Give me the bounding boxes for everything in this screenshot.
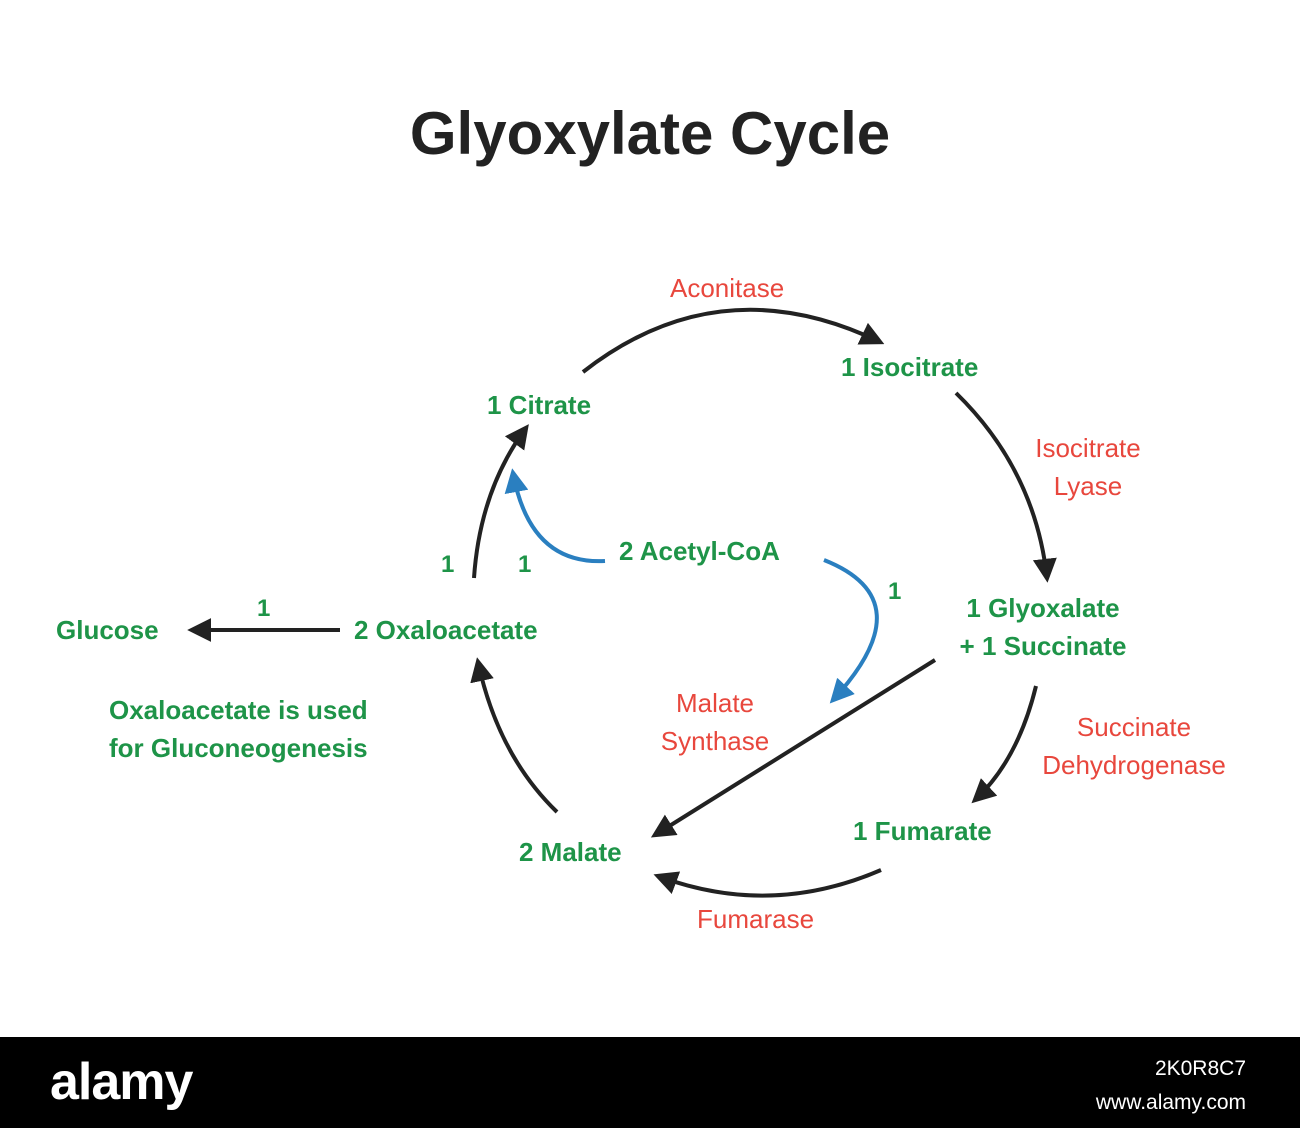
arrow-fumarate-to-malate — [653, 868, 882, 898]
watermark-bar — [0, 1037, 1300, 1128]
label-citrate: 1 Citrate — [487, 390, 592, 420]
label-malate: 2 Malate — [519, 837, 622, 867]
label-oxaloacetate: 2 Oxaloacetate — [354, 615, 538, 645]
arrow-glyoxalate-to-malate — [650, 658, 937, 838]
enzyme-fumarase: Fumarase — [697, 904, 815, 934]
enzyme-aconitase: Aconitase — [670, 273, 785, 303]
enzyme-malate-synthase-line2: Synthase — [660, 726, 770, 756]
arrow-acetylcoa-to-malate — [823, 558, 879, 704]
arrow-citrate-to-isocitrate — [581, 307, 885, 374]
brand-logo: alamy — [50, 1053, 193, 1111]
enzyme-malate-synthase-line1: Malate — [675, 688, 755, 718]
arrow-succinate-to-fumarate — [971, 685, 1038, 804]
label-glyoxalate: 1 Glyoxalate — [966, 593, 1120, 623]
arrow-acetylcoa-to-citrate — [504, 468, 606, 564]
label-isocitrate: 1 Isocitrate — [841, 352, 979, 382]
label-succinate: + 1 Succinate — [959, 631, 1127, 661]
arrow-oxaloacetate-to-citrate — [472, 424, 529, 579]
stoich-oaa-to-citrate: 1 — [441, 551, 455, 578]
page-title: Glyoxylate Cycle — [409, 100, 891, 167]
stoich-oaa-to-glucose: 1 — [257, 595, 271, 622]
label-acetyl-coa: 2 Acetyl-CoA — [619, 536, 780, 566]
enzyme-isocitrate-lyase-line2: Lyase — [1053, 471, 1123, 501]
enzyme-succinate-dh-line1: Succinate — [1076, 712, 1192, 742]
enzyme-isocitrate-lyase-line1: Isocitrate — [1035, 433, 1141, 463]
site-url: www.alamy.com — [1095, 1091, 1246, 1114]
label-glucose: Glucose — [56, 615, 159, 645]
stoich-acetyl-to-citrate: 1 — [518, 551, 532, 578]
label-fumarate: 1 Fumarate — [853, 816, 992, 846]
image-id: 2K0R8C7 — [1154, 1057, 1246, 1080]
enzyme-succinate-dh-line2: Dehydrogenase — [1042, 750, 1226, 780]
note-line2: for Gluconeogenesis — [109, 733, 368, 763]
arrow-malate-to-oxaloacetate — [470, 657, 559, 814]
arrow-isocitrate-to-glyoxalate — [954, 391, 1057, 583]
note-line1: Oxaloacetate is used — [109, 695, 368, 725]
stoich-acetyl-to-malate: 1 — [888, 578, 902, 605]
